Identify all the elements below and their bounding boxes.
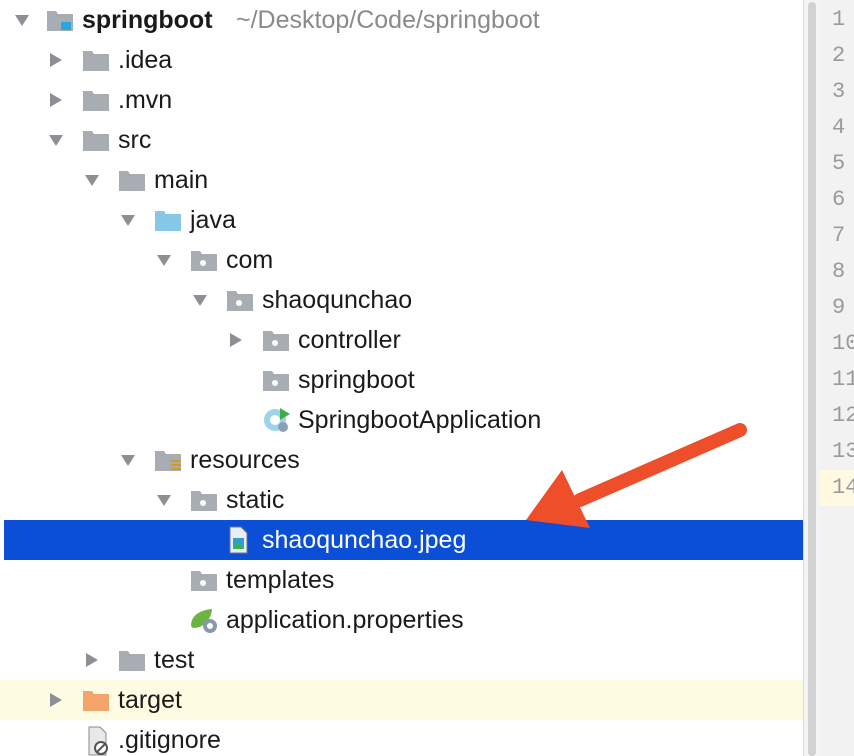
tree-row-mvn[interactable]: .mvn: [0, 80, 803, 120]
line-number: 3: [832, 79, 846, 104]
tree-label: shaoqunchao.jpeg: [262, 526, 467, 554]
tree-row-resources[interactable]: resources: [0, 440, 803, 480]
folder-icon: [82, 48, 110, 72]
tree-label: springboot: [298, 366, 415, 394]
tree-label: .idea: [118, 46, 173, 74]
tree-label: com: [226, 246, 274, 274]
tree-label: springboot: [82, 6, 213, 34]
folder-icon: [82, 88, 110, 112]
resources-folder-icon: [154, 448, 182, 472]
tree-row-src[interactable]: src: [0, 120, 803, 160]
tree-label: shaoqunchao: [262, 286, 413, 314]
chevron-right-icon[interactable]: [84, 652, 100, 668]
tree-row-idea[interactable]: .idea: [0, 40, 803, 80]
package-icon: [262, 368, 290, 392]
chevron-down-icon[interactable]: [192, 292, 208, 308]
tree-label: templates: [226, 566, 335, 594]
chevron-right-icon[interactable]: [228, 332, 244, 348]
folder-icon: [118, 168, 146, 192]
tree-label: .mvn: [118, 86, 173, 114]
editor-line-gutter: 1 2 3 4 5 6 7 8 9 10 11 12 13 14: [820, 0, 854, 756]
tree-row-target[interactable]: target: [0, 680, 803, 720]
line-number: 9: [832, 295, 846, 320]
ignored-file-icon: [86, 726, 114, 756]
line-number: 11: [832, 367, 854, 392]
tree-label: src: [118, 126, 152, 154]
tree-label: SpringbootApplication: [298, 406, 542, 434]
line-number: 4: [832, 115, 846, 140]
chevron-down-icon[interactable]: [120, 212, 136, 228]
line-number: 6: [832, 187, 846, 212]
chevron-down-icon[interactable]: [84, 172, 100, 188]
folder-icon: [82, 128, 110, 152]
line-number: 5: [832, 151, 846, 176]
chevron-down-icon[interactable]: [156, 492, 172, 508]
tree-row-springboot-package[interactable]: springboot: [0, 360, 803, 400]
tree-label: .gitignore: [118, 726, 221, 754]
line-number: 2: [832, 43, 846, 68]
package-icon: [262, 328, 290, 352]
chevron-down-icon[interactable]: [156, 252, 172, 268]
package-icon: [190, 248, 218, 272]
tree-label: application.properties: [226, 606, 464, 634]
project-tree: springboot ~/Desktop/Code/springboot .id…: [0, 0, 803, 756]
chevron-right-icon[interactable]: [48, 92, 64, 108]
tree-label: static: [226, 486, 285, 514]
scrollbar-thumb[interactable]: [808, 2, 816, 756]
tree-row-gitignore[interactable]: .gitignore: [0, 720, 803, 756]
chevron-down-icon[interactable]: [14, 12, 30, 28]
spring-class-icon: [262, 406, 290, 432]
tree-row-main[interactable]: main: [0, 160, 803, 200]
package-icon: [190, 568, 218, 592]
tree-label: controller: [298, 326, 401, 354]
tree-row-springboot-application[interactable]: SpringbootApplication: [0, 400, 803, 440]
line-number-current: 14: [820, 470, 854, 506]
folder-icon: [118, 648, 146, 672]
tree-row-shaoqunchao-package[interactable]: shaoqunchao: [0, 280, 803, 320]
tree-row-application-properties[interactable]: application.properties: [0, 600, 803, 640]
package-icon: [190, 488, 218, 512]
image-file-icon: [226, 526, 254, 554]
vertical-scrollbar[interactable]: [803, 0, 820, 756]
tree-row-controller[interactable]: controller: [0, 320, 803, 360]
package-icon: [226, 288, 254, 312]
line-number: 1: [832, 7, 846, 32]
module-folder-icon: [46, 8, 74, 32]
line-number: 10: [832, 331, 854, 356]
tree-label: target: [118, 686, 182, 714]
tree-row-java[interactable]: java: [0, 200, 803, 240]
source-folder-icon: [154, 208, 182, 232]
tree-row-static[interactable]: static: [0, 480, 803, 520]
chevron-right-icon[interactable]: [48, 52, 64, 68]
tree-row-springboot-root[interactable]: springboot ~/Desktop/Code/springboot: [0, 0, 803, 40]
tree-path: ~/Desktop/Code/springboot: [236, 6, 540, 34]
chevron-down-icon[interactable]: [120, 452, 136, 468]
tree-label: main: [154, 166, 209, 194]
tree-row-com[interactable]: com: [0, 240, 803, 280]
tree-label: test: [154, 646, 195, 674]
tree-label: java: [190, 206, 236, 234]
spring-properties-icon: [188, 606, 217, 633]
line-number: 12: [832, 403, 854, 428]
tree-label: resources: [190, 446, 300, 474]
line-number: 7: [832, 223, 846, 248]
line-number: 13: [832, 439, 854, 464]
tree-row-test[interactable]: test: [0, 640, 803, 680]
tree-row-templates[interactable]: templates: [0, 560, 803, 600]
excluded-folder-icon: [82, 688, 110, 712]
chevron-right-icon[interactable]: [48, 692, 64, 708]
chevron-down-icon[interactable]: [48, 132, 64, 148]
line-number: 8: [832, 259, 846, 284]
tree-row-shaoqunchao-jpeg[interactable]: shaoqunchao.jpeg: [4, 520, 803, 560]
